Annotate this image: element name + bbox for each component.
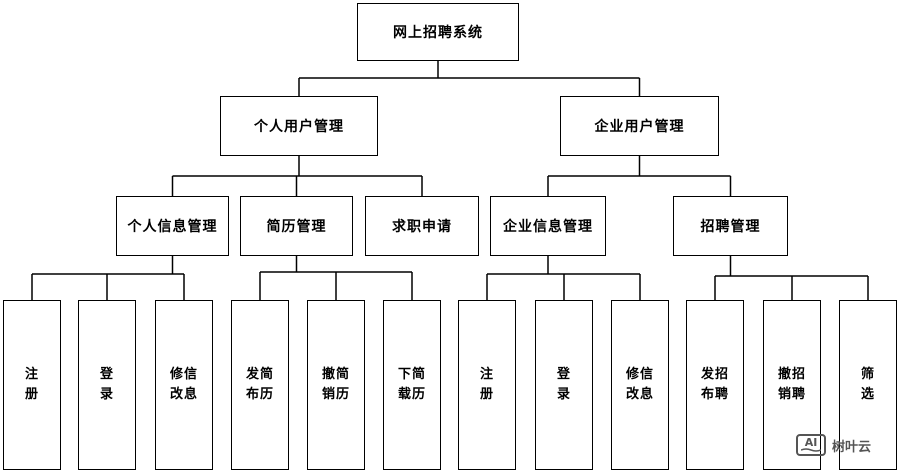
node-label: 个人信息管理 (127, 219, 218, 235)
leaf-revoke-resume: 撤简 销历 (307, 300, 365, 470)
node-enterprise-user-management: 企业用户管理 (560, 96, 719, 156)
leaf-line: 销历 (321, 387, 350, 402)
leaf-line: 销聘 (777, 387, 806, 402)
leaf-line: 布历 (245, 387, 274, 402)
leaf-filter: 筛 选 (839, 300, 897, 470)
leaf-line: 改息 (625, 387, 654, 402)
node-label: 简历管理 (266, 219, 327, 235)
leaf-register: 注 册 (3, 300, 61, 470)
leaf-line: 登 (556, 367, 571, 382)
leaf-line: 选 (860, 387, 875, 402)
leaf-line: 修信 (169, 367, 198, 382)
leaf-enterprise-modify-info: 修信 改息 (611, 300, 669, 470)
wave-icon (801, 448, 821, 452)
node-label: 个人用户管理 (254, 119, 344, 135)
leaf-download-resume: 下简 载历 (383, 300, 441, 470)
leaf-publish-job: 发招 布聘 (686, 300, 744, 470)
node-job-application: 求职申请 (365, 196, 479, 256)
leaf-publish-resume: 发简 布历 (231, 300, 289, 470)
node-root-label: 网上招聘系统 (393, 25, 483, 41)
leaf-line: 录 (556, 387, 571, 402)
node-recruitment-management: 招聘管理 (673, 196, 788, 256)
leaf-line: 发简 (245, 367, 274, 382)
leaf-line: 改息 (169, 387, 198, 402)
node-personal-user-management: 个人用户管理 (220, 96, 378, 156)
node-label: 企业信息管理 (503, 219, 593, 235)
leaf-line: 登 (99, 367, 114, 382)
leaf-enterprise-register: 注 册 (458, 300, 516, 470)
leaf-line: 撤招 (777, 367, 806, 382)
leaf-modify-info: 修信 改息 (155, 300, 213, 470)
leaf-line: 载历 (397, 387, 426, 402)
leaf-line: 册 (24, 387, 39, 402)
leaf-line: 注 (24, 367, 39, 382)
watermark: AI 树叶云 (796, 430, 896, 460)
leaf-line: 筛 (860, 367, 875, 382)
node-label: 招聘管理 (700, 219, 761, 235)
leaf-line: 下简 (397, 367, 426, 382)
leaf-line: 撤简 (321, 367, 350, 382)
ai-logo-icon: AI (796, 434, 826, 456)
node-enterprise-info-management: 企业信息管理 (490, 196, 606, 256)
leaf-line: 册 (479, 387, 494, 402)
node-personal-info-management: 个人信息管理 (116, 196, 229, 256)
watermark-text: 树叶云 (832, 439, 872, 455)
leaf-line: 注 (479, 367, 494, 382)
node-label: 求职申请 (392, 219, 452, 235)
leaf-enterprise-login: 登 录 (535, 300, 593, 470)
leaf-line: 修信 (625, 367, 654, 382)
logo-text: AI (804, 436, 818, 449)
node-label: 企业用户管理 (594, 119, 685, 135)
node-resume-management: 简历管理 (240, 196, 353, 256)
node-root: 网上招聘系统 (357, 3, 519, 61)
leaf-line: 录 (99, 387, 114, 402)
leaf-revoke-job: 撤招 销聘 (763, 300, 821, 470)
leaf-login: 登 录 (78, 300, 136, 470)
leaf-line: 布聘 (700, 387, 729, 402)
leaf-line: 发招 (700, 367, 729, 382)
